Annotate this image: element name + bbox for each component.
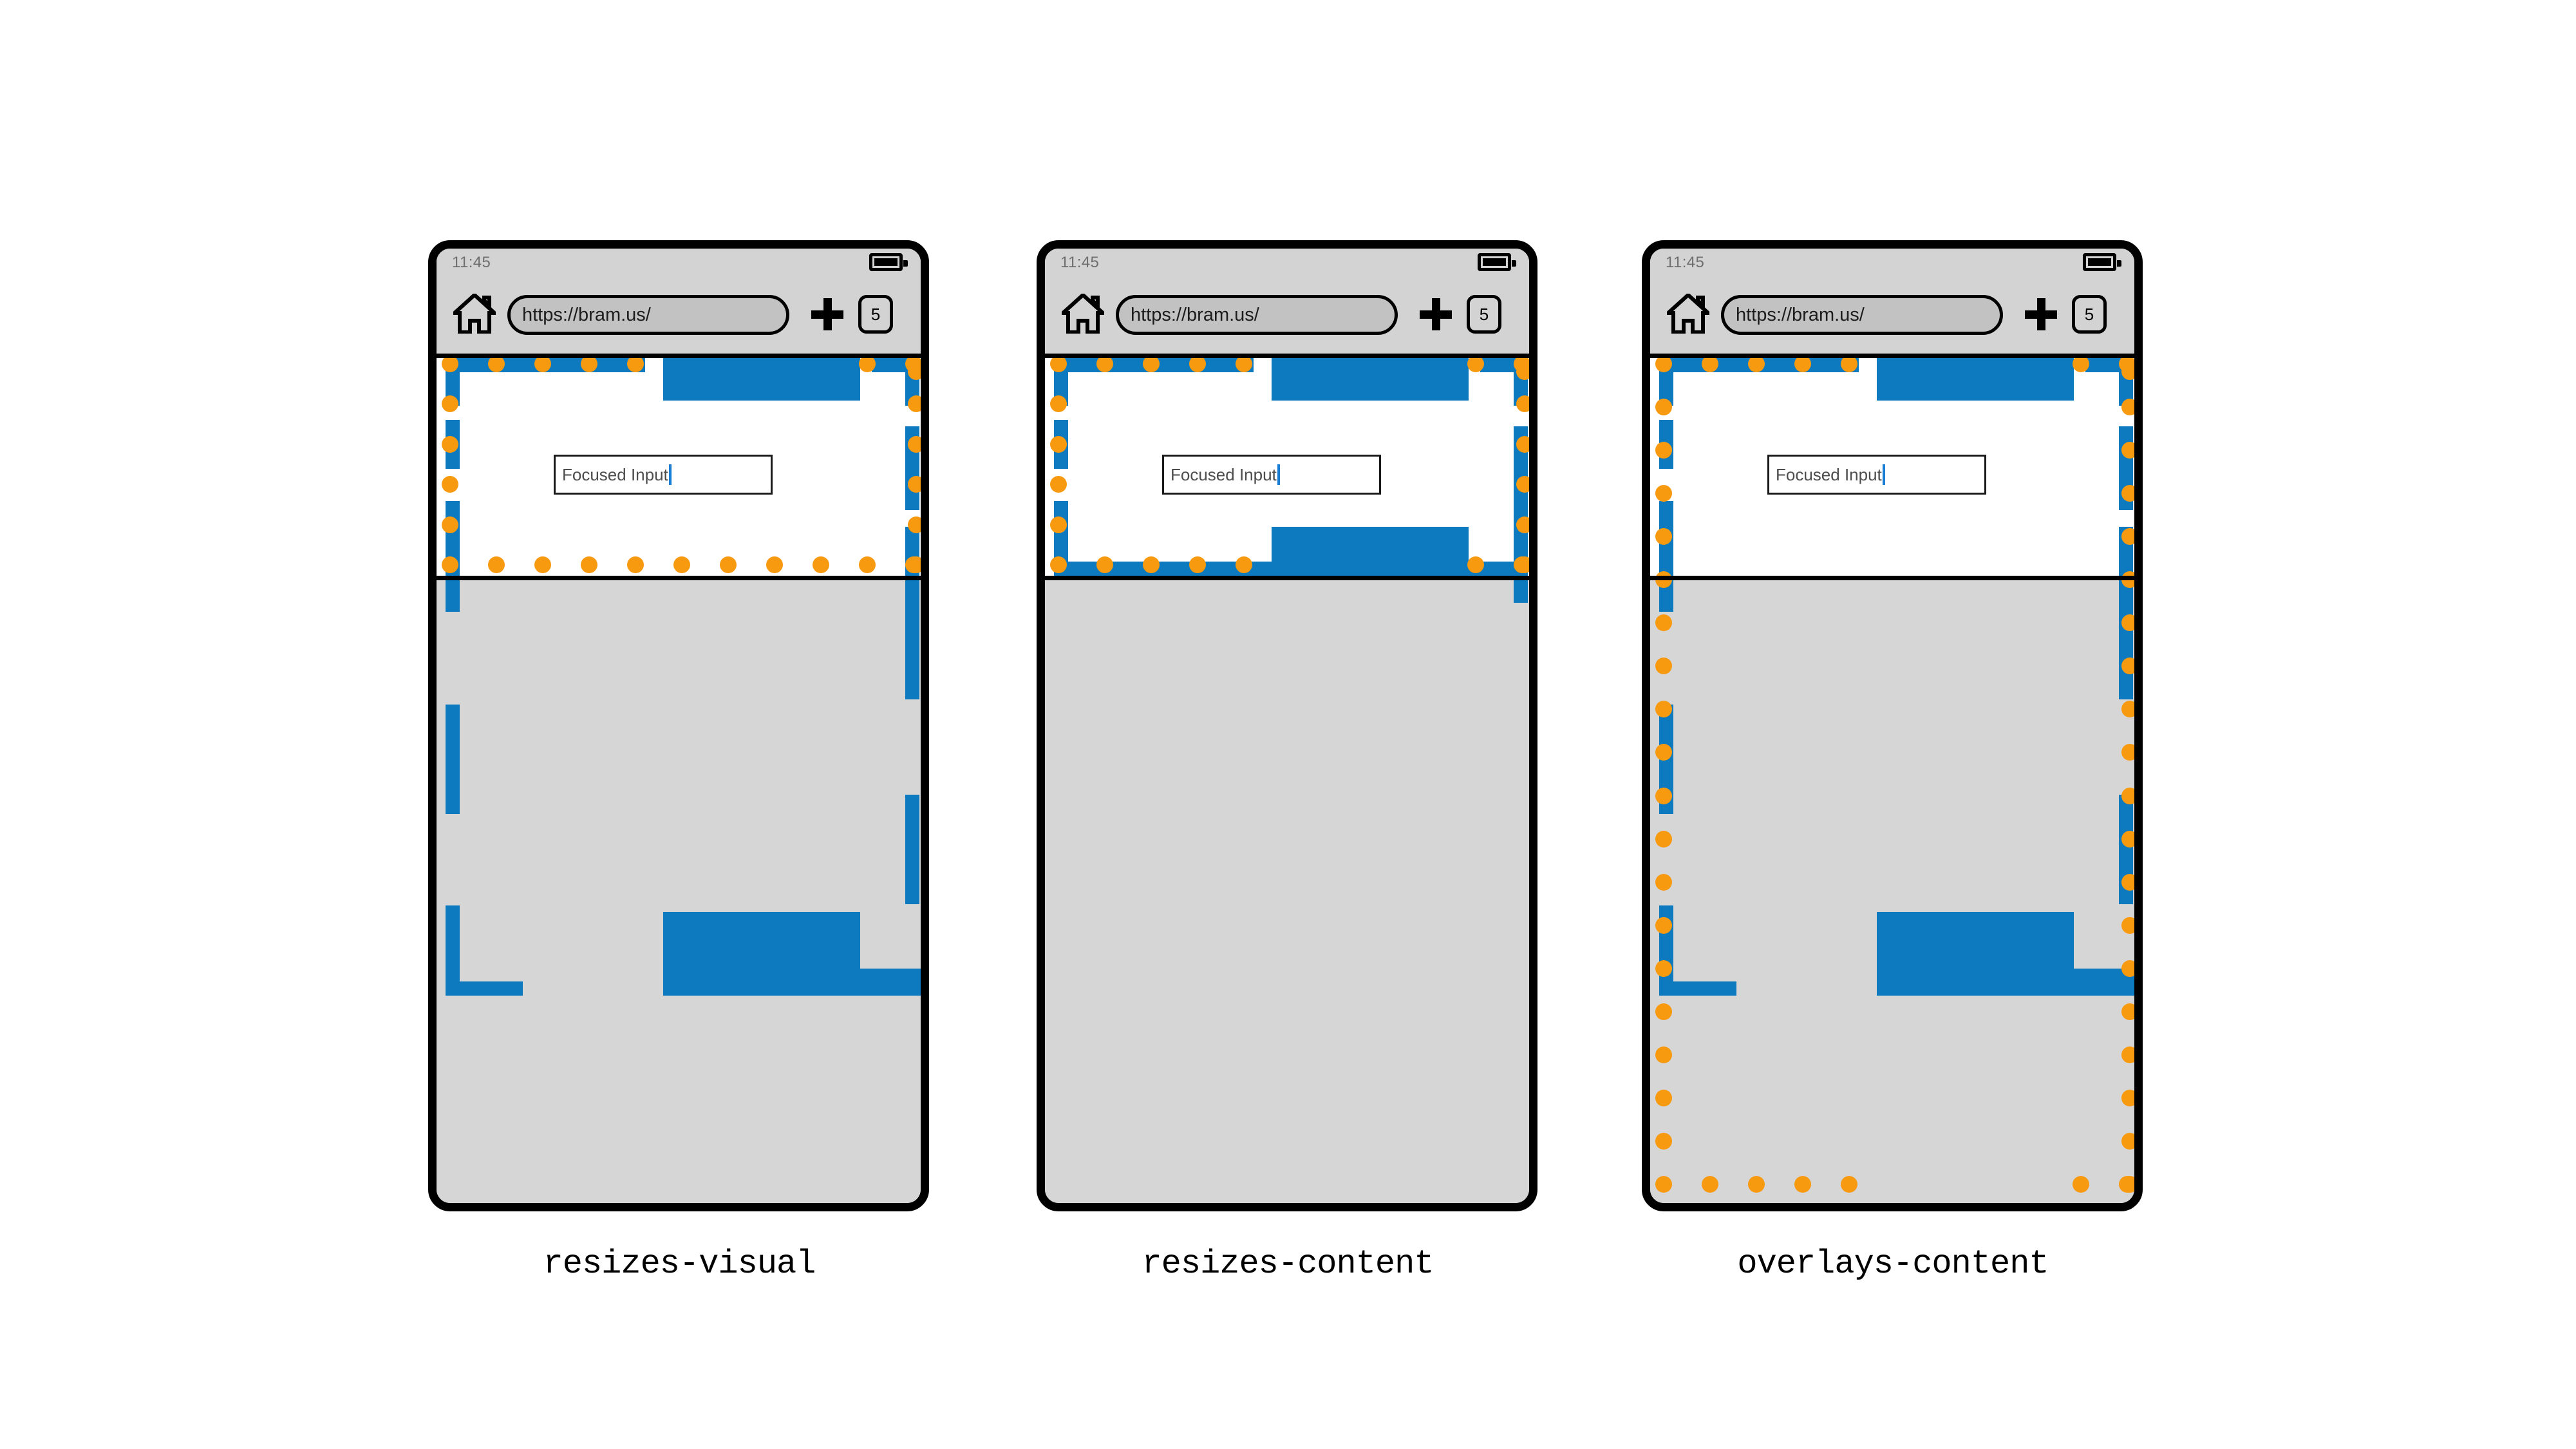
url-bar-resizes-visual[interactable]: https://bram.us/	[507, 295, 789, 335]
browser-toolbar-resizes-visual: https://bram.us/5	[437, 278, 921, 354]
home-icon-overlays-content[interactable]	[1663, 292, 1713, 334]
browser-chrome-overlays-content: 11:45 https://bram.us/5	[1650, 249, 2134, 358]
keyboard-divider-resizes-content	[1045, 576, 1529, 580]
url-text-resizes-visual: https://bram.us/	[522, 304, 651, 325]
home-icon-resizes-content[interactable]	[1058, 292, 1108, 334]
caption-resizes-visual: resizes-visual	[543, 1245, 816, 1283]
keyboard-divider-resizes-visual	[437, 576, 921, 580]
focused-input-value-resizes-content: Focused Input	[1170, 464, 1277, 484]
virtual-keyboard-overlays-content	[1650, 576, 2134, 1203]
browser-chrome-resizes-visual: 11:45 https://bram.us/5	[437, 249, 921, 358]
status-bar-resizes-content: 11:45	[1045, 249, 1529, 278]
browser-toolbar-overlays-content: https://bram.us/5	[1650, 278, 2134, 354]
text-caret-resizes-visual	[668, 464, 672, 485]
battery-full-icon-overlays-content	[2083, 253, 2121, 271]
status-clock-resizes-visual: 11:45	[452, 254, 491, 271]
text-caret-overlays-content	[1882, 464, 1885, 485]
virtual-keyboard-resizes-content	[1045, 576, 1529, 1203]
status-bar-overlays-content: 11:45	[1650, 249, 2134, 278]
tab-count-button-overlays-content[interactable]: 5	[2072, 295, 2107, 334]
status-bar-resizes-visual: 11:45	[437, 249, 921, 278]
battery-full-icon-resizes-visual	[869, 253, 908, 271]
focused-input-value-overlays-content: Focused Input	[1776, 464, 1882, 484]
home-icon-resizes-visual[interactable]	[449, 292, 500, 334]
text-caret-resizes-content	[1277, 464, 1280, 485]
status-clock-overlays-content: 11:45	[1666, 254, 1705, 271]
caption-overlays-content: overlays-content	[1737, 1245, 2049, 1283]
focused-input-resizes-content[interactable]: Focused Input	[1162, 455, 1381, 495]
status-clock-resizes-content: 11:45	[1060, 254, 1100, 271]
focused-input-value-resizes-visual: Focused Input	[562, 464, 668, 484]
url-bar-resizes-content[interactable]: https://bram.us/	[1116, 295, 1398, 335]
focused-input-resizes-visual[interactable]: Focused Input	[554, 455, 773, 495]
virtual-keyboard-resizes-visual	[437, 576, 921, 1203]
focused-input-overlays-content[interactable]: Focused Input	[1767, 455, 1986, 495]
browser-toolbar-resizes-content: https://bram.us/5	[1045, 278, 1529, 354]
url-text-resizes-content: https://bram.us/	[1131, 304, 1259, 325]
plus-icon-resizes-content[interactable]	[1420, 298, 1452, 330]
battery-full-icon-resizes-content	[1478, 253, 1516, 271]
plus-icon-overlays-content[interactable]	[2025, 298, 2057, 330]
tab-count-button-resizes-visual[interactable]: 5	[858, 295, 893, 334]
caption-resizes-content: resizes-content	[1142, 1245, 1434, 1283]
browser-chrome-resizes-content: 11:45 https://bram.us/5	[1045, 249, 1529, 358]
keyboard-divider-overlays-content	[1650, 576, 2134, 580]
plus-icon-resizes-visual[interactable]	[811, 298, 843, 330]
url-bar-overlays-content[interactable]: https://bram.us/	[1721, 295, 2003, 335]
tab-count-button-resizes-content[interactable]: 5	[1467, 295, 1501, 334]
url-text-overlays-content: https://bram.us/	[1736, 304, 1865, 325]
